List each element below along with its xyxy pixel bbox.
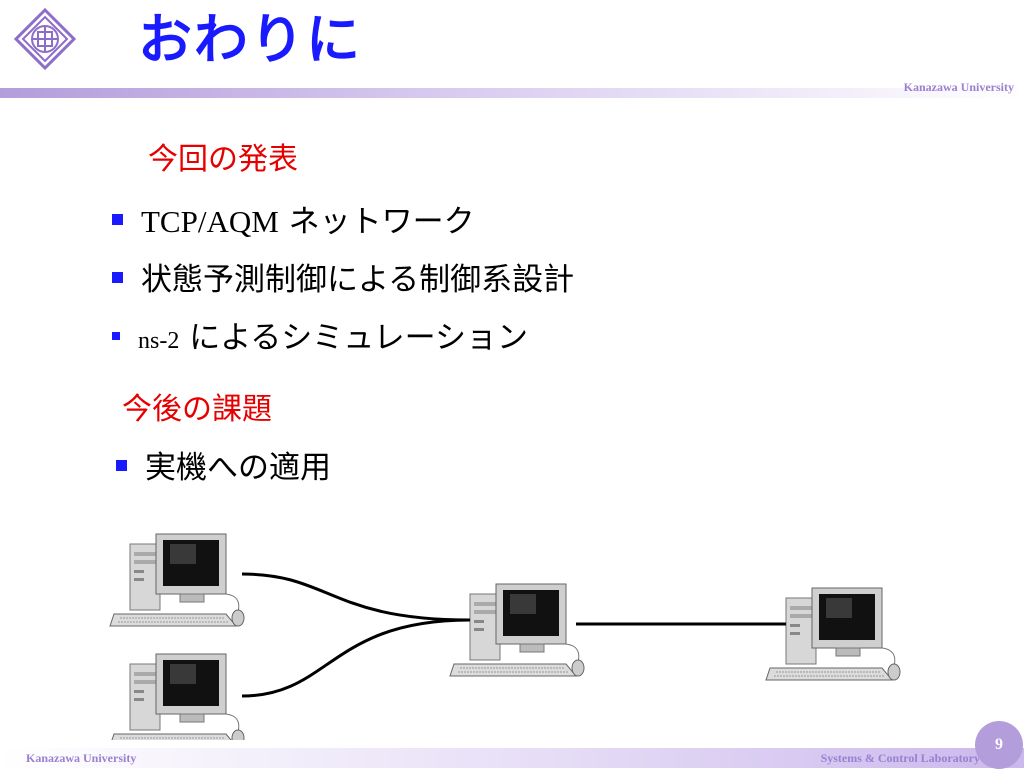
- footer-brand-right: Systems & Control Laboratory: [820, 751, 980, 765]
- list-item: 状態予測制御による制御系設計: [112, 260, 574, 300]
- computer-icon: [109, 653, 245, 740]
- list-item: ns-2 によるシミュレーション: [112, 318, 528, 361]
- header-brand: Kanazawa University: [903, 80, 1014, 94]
- list-item: 実機への適用: [116, 448, 331, 488]
- computer-icon: [765, 587, 901, 681]
- university-emblem-icon: [13, 7, 77, 71]
- network-cable-icon: [241, 572, 786, 698]
- computer-icon: [449, 583, 585, 677]
- bullet-square-icon: [112, 272, 123, 283]
- network-diagram: [109, 533, 901, 740]
- section-heading-future: 今後の課題: [122, 392, 272, 427]
- bullet-square-icon: [112, 331, 120, 340]
- slide-title: おわりに: [138, 8, 362, 71]
- page-number: 9: [995, 736, 1003, 753]
- footer-brand-left: Kanazawa University: [26, 751, 137, 765]
- bullet-square-icon: [112, 214, 123, 225]
- footer-band: [0, 748, 1024, 768]
- bullet-square-icon: [116, 460, 127, 471]
- section-heading-current: 今回の発表: [148, 142, 298, 177]
- page-number-badge: 9: [975, 721, 1023, 769]
- header-band: [0, 88, 1024, 98]
- list-item: TCP/AQM ネットワーク: [112, 202, 475, 242]
- computer-icon: [109, 533, 245, 627]
